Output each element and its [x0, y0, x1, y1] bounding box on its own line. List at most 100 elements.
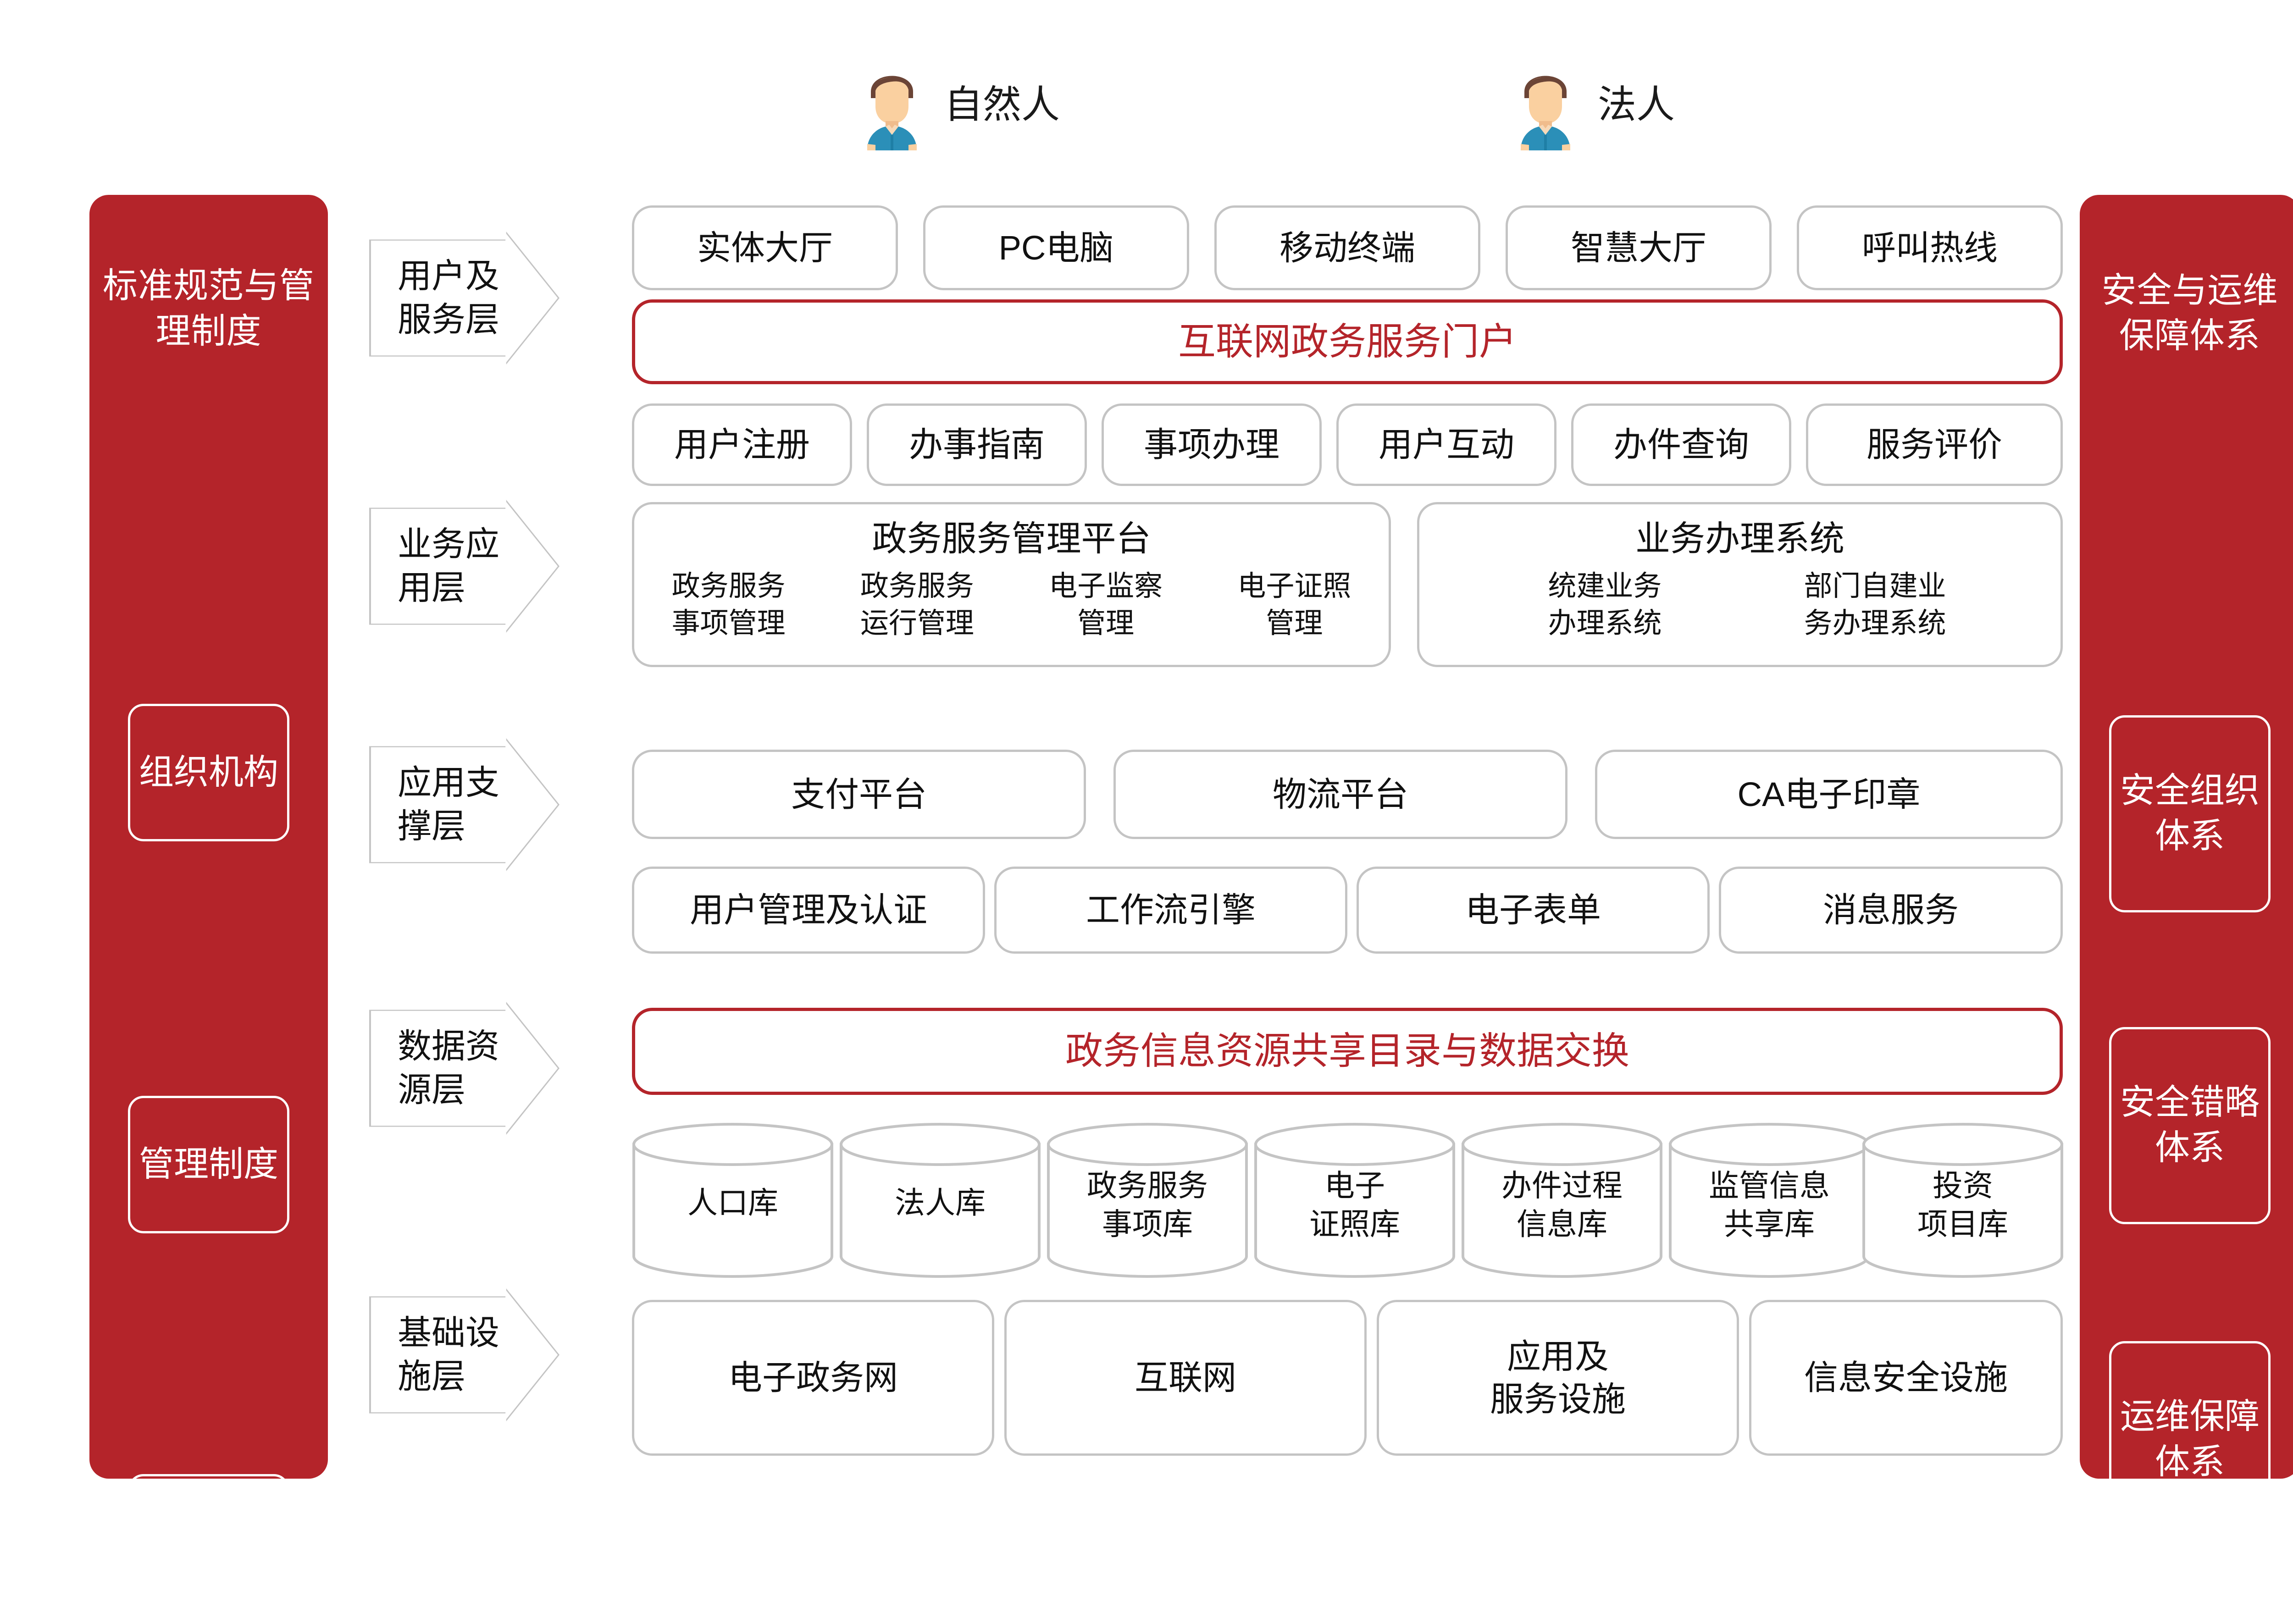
group-government-service-platform[interactable]: 政务服务管理平台 政务服务 事项管理 政务服务 运行管理 电子监察 管理 电子证… — [632, 502, 1391, 667]
support-label: 电子表单 — [1465, 891, 1601, 929]
database-e-certificate[interactable]: 电子 证照库 — [1254, 1122, 1456, 1278]
left-governance-panel: 标准规范与管理制度 组织机构 管理制度 标准规范 — [89, 195, 328, 1612]
support-item-user-auth[interactable]: 用户管理及认证 — [632, 867, 985, 954]
channel-item-pc[interactable]: PC电脑 — [923, 205, 1189, 290]
channel-item-mobile[interactable]: 移动终端 — [1214, 205, 1480, 290]
group-items: 政务服务 事项管理 政务服务 运行管理 电子监察 管理 电子证照 管理 — [634, 568, 1389, 642]
data-exchange-label: 政务信息资源共享目录与数据交换 — [1065, 1030, 1629, 1072]
group-title: 业务办理系统 — [1635, 519, 1844, 558]
support-item-e-form[interactable]: 电子表单 — [1357, 867, 1710, 954]
layer-tag-user-service: 用户及服务层 — [369, 232, 559, 365]
right-panel-box-security-strategy[interactable]: 安全错略体系 — [2109, 1027, 2271, 1224]
support-item-logistics-platform[interactable]: 物流平台 — [1113, 750, 1567, 839]
function-label: 办事指南 — [909, 425, 1045, 464]
support-item-ca-seal[interactable]: CA电子印章 — [1595, 750, 2063, 839]
function-label: 办件查询 — [1613, 425, 1749, 464]
database-service-matters[interactable]: 政务服务 事项库 — [1047, 1122, 1248, 1278]
group-item-line1: 电子监察 — [1049, 570, 1163, 602]
database-line2: 证照库 — [1309, 1207, 1400, 1242]
support-item-message-service[interactable]: 消息服务 — [1719, 867, 2063, 954]
database-line1: 监管信息 — [1709, 1168, 1830, 1203]
database-label: 人口库 — [632, 1183, 834, 1222]
infra-item-e-gov-network[interactable]: 电子政务网 — [632, 1300, 994, 1456]
function-item-handling[interactable]: 事项办理 — [1102, 403, 1322, 486]
layer-tag-business-app: 业务应用层 — [369, 500, 559, 633]
layer-tag-label: 数据资源层 — [398, 1027, 499, 1109]
layer-tag-label: 应用支撑层 — [398, 763, 499, 845]
support-item-workflow-engine[interactable]: 工作流引擎 — [994, 867, 1347, 954]
group-item-line2: 办理系统 — [1548, 607, 1662, 639]
database-label: 监管信息 共享库 — [1668, 1166, 1870, 1244]
left-panel-box-label: 组织机构 — [139, 752, 278, 792]
function-item-evaluation[interactable]: 服务评价 — [1806, 403, 2063, 486]
left-panel-box-organization[interactable]: 组织机构 — [128, 704, 289, 841]
channel-label: PC电脑 — [998, 228, 1114, 267]
group-item-line2: 管理 — [1266, 607, 1323, 639]
left-panel-box-standards[interactable]: 标准规范 — [128, 1474, 289, 1612]
group-item-unified-business[interactable]: 统建业务 办理系统 — [1470, 568, 1740, 642]
group-item-e-certificate[interactable]: 电子证照 管理 — [1200, 568, 1389, 642]
function-item-guide[interactable]: 办事指南 — [867, 403, 1087, 486]
database-line2: 共享库 — [1724, 1207, 1815, 1242]
left-panel-box-management[interactable]: 管理制度 — [128, 1096, 289, 1233]
support-item-payment-platform[interactable]: 支付平台 — [632, 750, 1086, 839]
database-case-process[interactable]: 办件过程 信息库 — [1461, 1122, 1663, 1278]
function-item-case-query[interactable]: 办件查询 — [1571, 403, 1791, 486]
database-population[interactable]: 人口库 — [632, 1122, 834, 1278]
left-panel-box-label: 标准规范 — [139, 1523, 278, 1562]
layer-tag-label: 用户及服务层 — [398, 257, 499, 338]
support-label: 消息服务 — [1823, 891, 1959, 929]
persona-legal-person: 法人 — [1509, 59, 1675, 150]
infra-line1: 应用及 — [1507, 1337, 1609, 1375]
group-item-service-matters[interactable]: 政务服务 事项管理 — [634, 568, 823, 642]
database-label: 投资 项目库 — [1862, 1166, 2064, 1244]
function-label: 服务评价 — [1867, 425, 2002, 464]
group-item-service-operation[interactable]: 政务服务 运行管理 — [823, 568, 1011, 642]
database-line1: 法人库 — [895, 1185, 986, 1220]
group-item-line2: 管理 — [1077, 607, 1135, 639]
left-panel-title: 标准规范与管理制度 — [103, 266, 315, 351]
infra-item-security-facility[interactable]: 信息安全设施 — [1749, 1300, 2063, 1456]
group-item-line1: 电子证照 — [1237, 570, 1351, 602]
database-legal-entity[interactable]: 法人库 — [839, 1122, 1041, 1278]
function-item-user-register[interactable]: 用户注册 — [632, 403, 852, 486]
infra-line1: 互联网 — [1135, 1359, 1236, 1397]
database-line1: 政务服务 — [1087, 1168, 1208, 1203]
group-item-department-business[interactable]: 部门自建业 务办理系统 — [1740, 568, 2010, 642]
support-label: CA电子印章 — [1737, 775, 1921, 813]
database-supervision-sharing[interactable]: 监管信息 共享库 — [1668, 1122, 1870, 1278]
channel-item-physical-hall[interactable]: 实体大厅 — [632, 205, 898, 290]
function-label: 事项办理 — [1144, 425, 1279, 464]
group-items: 统建业务 办理系统 部门自建业 务办理系统 — [1419, 568, 2060, 642]
portal-bar[interactable]: 互联网政务服务门户 — [632, 299, 2063, 384]
group-item-line2: 运行管理 — [860, 607, 974, 639]
infra-item-app-service-facility[interactable]: 应用及 服务设施 — [1377, 1300, 1739, 1456]
support-label: 工作流引擎 — [1086, 891, 1256, 929]
channel-item-smart-hall[interactable]: 智慧大厅 — [1506, 205, 1772, 290]
database-line1: 人口库 — [687, 1185, 778, 1220]
right-panel-box-label: 运维保障体系 — [2120, 1397, 2260, 1481]
channel-label: 实体大厅 — [697, 228, 833, 267]
function-label: 用户互动 — [1379, 425, 1514, 464]
support-label: 物流平台 — [1273, 775, 1408, 813]
database-label: 办件过程 信息库 — [1461, 1166, 1663, 1244]
user-avatar-icon — [1509, 59, 1582, 150]
support-label: 用户管理及认证 — [690, 891, 927, 929]
channel-label: 呼叫热线 — [1862, 228, 1998, 267]
database-investment-project[interactable]: 投资 项目库 — [1862, 1122, 2064, 1278]
left-panel-box-label: 管理制度 — [139, 1144, 278, 1184]
portal-label: 互联网政务服务门户 — [1178, 320, 1517, 363]
data-exchange-bar[interactable]: 政务信息资源共享目录与数据交换 — [632, 1008, 2063, 1095]
database-label: 政务服务 事项库 — [1047, 1166, 1248, 1244]
infra-item-internet[interactable]: 互联网 — [1004, 1300, 1367, 1456]
function-item-interaction[interactable]: 用户互动 — [1336, 403, 1556, 486]
right-panel-box-operations[interactable]: 运维保障体系 — [2109, 1341, 2271, 1538]
channel-label: 移动终端 — [1279, 228, 1415, 267]
channel-item-hotline[interactable]: 呼叫热线 — [1797, 205, 2063, 290]
right-panel-box-security-organization[interactable]: 安全组织体系 — [2109, 715, 2271, 912]
group-item-e-supervision[interactable]: 电子监察 管理 — [1012, 568, 1200, 642]
group-business-handling-system[interactable]: 业务办理系统 统建业务 办理系统 部门自建业 务办理系统 — [1417, 502, 2063, 667]
group-item-line2: 务办理系统 — [1804, 607, 1946, 639]
group-item-line2: 事项管理 — [671, 607, 786, 639]
group-item-line1: 政务服务 — [860, 570, 974, 602]
